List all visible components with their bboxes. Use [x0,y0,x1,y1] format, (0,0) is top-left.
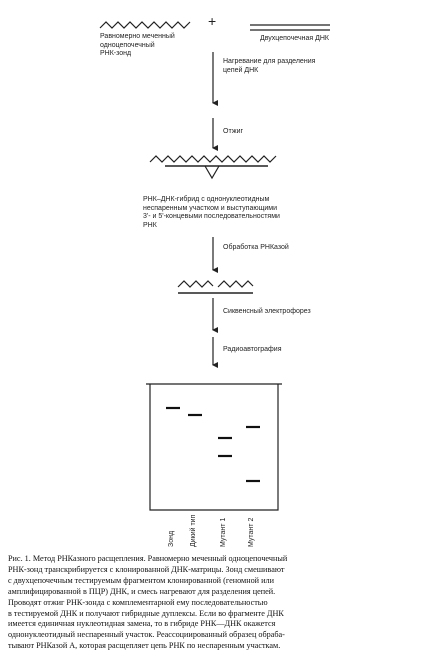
probe-label: Равномерно меченный одноцепочечный РНК-з… [100,33,175,58]
dsdna-label: Двухцепочечная ДНК [260,35,329,42]
gel [146,383,282,511]
step-anneal-label: Отжиг [223,128,244,135]
step-heat-label: Нагревание для разделения цепей ДНК [223,58,316,74]
rna-dna-hybrid [149,155,277,180]
dsdna-strands [250,24,330,31]
step-autorad-label: Радиоавтография [223,346,282,353]
rna-probe-zigzag [99,21,191,29]
plus-sign: + [208,13,217,29]
figure-caption: Рис. 1. Метод РНКазного расщепления. Рав… [8,554,288,651]
step-rnase-label: Обработка РНКазой [223,244,289,251]
lane-label-mutant-2: Мутант 2 [248,517,255,547]
lane-label-wild-type: Дикий тип [190,514,197,547]
cleaved-fragments [177,280,254,294]
hybrid-label: РНК–ДНК-гибрид с однонуклеотидным неспар… [143,196,280,229]
step-electro-label: Сиквенсный электрофорез [223,308,311,315]
lane-label-probe: Зонд [168,530,175,547]
lane-label-mutant-1: Мутант 1 [220,517,227,547]
